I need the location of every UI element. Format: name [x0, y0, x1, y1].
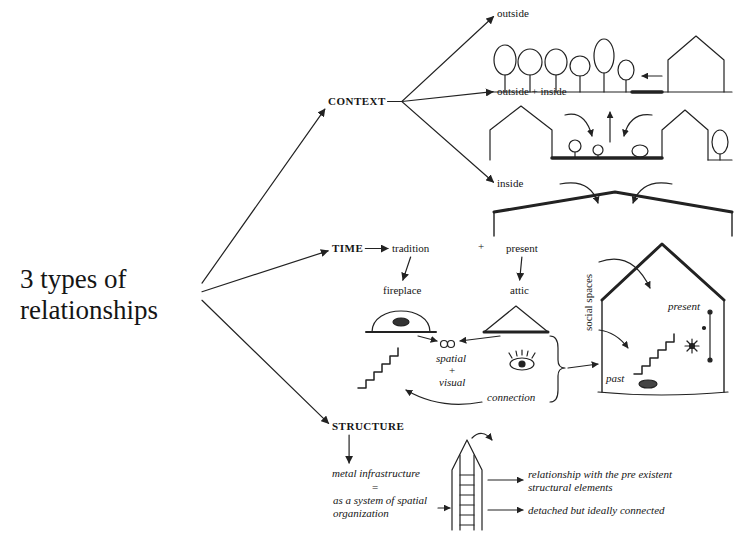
curly-brace: [550, 336, 565, 402]
rings-symbol: [441, 341, 455, 348]
annotation-text: +: [478, 240, 484, 253]
annotation-text: past: [606, 372, 624, 385]
concept-word: metal infrastructure: [330, 465, 422, 482]
main-heading: 3 types of relationships: [18, 262, 202, 328]
branch-arrow: [202, 300, 329, 423]
sketch-caption: inside: [495, 175, 525, 192]
branch-arrow: [388, 92, 493, 102]
node-text: attic: [510, 284, 529, 297]
category-heading: STRUCTURE: [330, 418, 406, 435]
node-text: TIME: [332, 242, 363, 255]
branch-arrow: [365, 248, 388, 249]
branch-arrow: [202, 109, 325, 283]
node-text: metal infrastructure: [332, 467, 420, 480]
annotation-text: present: [668, 300, 700, 313]
annotation-text: as a system of spatial organization: [333, 494, 433, 520]
node-text: inside: [497, 177, 523, 190]
node-text: present: [506, 242, 538, 255]
annotation-text: relationship with the pre existent struc…: [528, 468, 718, 494]
annotation-text: social spaces: [582, 263, 595, 343]
annotation-text: =: [372, 481, 378, 494]
concept-word: present: [504, 240, 540, 257]
stairs-symbol: [358, 348, 398, 388]
node-text: outside + inside: [497, 85, 567, 98]
category-heading: TIME: [330, 240, 365, 257]
sketch-caption: outside: [495, 5, 531, 22]
concept-word: attic: [508, 282, 531, 299]
annotation-text: connection: [487, 391, 535, 404]
node-text: 3 types of relationships: [20, 264, 200, 326]
node-text: STRUCTURE: [332, 420, 404, 433]
branch-arrow: [403, 257, 411, 280]
sketch-caption: outside + inside: [495, 83, 569, 100]
house-section-sketch: [598, 244, 728, 395]
fireplace-arch-sketch: [366, 311, 436, 332]
branch-arrow: [388, 17, 494, 102]
branch-arrow: [202, 251, 328, 292]
trees-and-house-sketch: [490, 36, 732, 92]
node-text: outside: [497, 7, 529, 20]
attic-roof-sketch: [484, 306, 548, 332]
long-roof-sketch: [494, 183, 732, 236]
eye-symbol: [509, 350, 535, 370]
category-heading: CONTEXT: [326, 93, 388, 110]
branch-arrow: [388, 102, 494, 183]
courtyard-sketch: [490, 106, 732, 160]
concept-word: tradition: [390, 240, 431, 257]
node-text: fireplace: [383, 284, 421, 297]
concept-word: fireplace: [381, 282, 423, 299]
branch-arrow: [520, 257, 522, 280]
node-text: tradition: [392, 242, 429, 255]
annotation-text: visual: [439, 376, 465, 389]
annotation-text: detached but ideally connected: [528, 504, 665, 517]
annotation-text: spatial: [436, 352, 466, 365]
branch-arrow: [348, 435, 349, 463]
node-text: CONTEXT: [328, 95, 386, 108]
metal-tower-sketch: [452, 433, 492, 530]
annotation-text: +: [449, 364, 455, 377]
